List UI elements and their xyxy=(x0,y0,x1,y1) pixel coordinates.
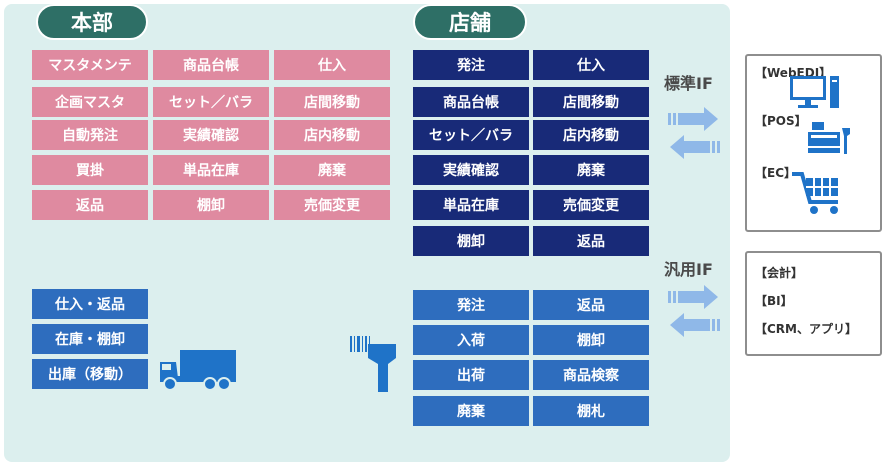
bi-label: 【BI】 xyxy=(755,294,793,308)
tenpo-function: 商品台帳 xyxy=(413,87,529,117)
standard-if-label: 標準IF xyxy=(664,74,713,93)
generic-if-label: 汎用IF xyxy=(664,260,713,279)
tenpo-function: 棚卸 xyxy=(413,226,529,256)
honbu-function: 実績確認 xyxy=(153,120,269,150)
tenpo-handy-item: 返品 xyxy=(533,290,649,320)
honbu-function: 棚卸 xyxy=(153,190,269,220)
honbu-function: 企画マスタ xyxy=(32,87,148,117)
tenpo-function: 単品在庫 xyxy=(413,190,529,220)
standard-if-arrows-icon xyxy=(668,107,720,159)
tenpo-function: セット／バラ xyxy=(413,120,529,150)
honbu-function: 店間移動 xyxy=(274,87,390,117)
generic-external-box xyxy=(745,251,882,356)
honbu-function: セット／バラ xyxy=(153,87,269,117)
cash-register-icon xyxy=(808,122,850,154)
tenpo-handy-item: 入荷 xyxy=(413,325,529,355)
tenpo-handy-item: 棚卸 xyxy=(533,325,649,355)
honbu-function: 商品台帳 xyxy=(153,50,269,80)
honbu-function: 店内移動 xyxy=(274,120,390,150)
ec-label: 【EC】 xyxy=(755,166,797,180)
honbu-function: 仕入 xyxy=(274,50,390,80)
generic-if-arrows-icon xyxy=(668,285,720,337)
tenpo-handy-item: 廃棄 xyxy=(413,396,529,426)
honbu-function: 返品 xyxy=(32,190,148,220)
tenpo-function: 実績確認 xyxy=(413,155,529,185)
tenpo-handy-item: 出荷 xyxy=(413,360,529,390)
tenpo-function: 店内移動 xyxy=(533,120,649,150)
tenpo-handy-item: 棚札 xyxy=(533,396,649,426)
barcode-scanner-icon xyxy=(350,336,396,392)
tenpo-handy-item: 発注 xyxy=(413,290,529,320)
tenpo-function: 売価変更 xyxy=(533,190,649,220)
honbu-logistics-item: 在庫・棚卸 xyxy=(32,324,148,354)
honbu-function: 買掛 xyxy=(32,155,148,185)
honbu-logistics-item: 出庫（移動） xyxy=(32,359,148,389)
accounting-label: 【会計】 xyxy=(755,266,804,280)
honbu-function: 売価変更 xyxy=(274,190,390,220)
tenpo-function: 発注 xyxy=(413,50,529,80)
tenpo-function: 店間移動 xyxy=(533,87,649,117)
tenpo-handy-item: 商品検察 xyxy=(533,360,649,390)
tenpo-function: 返品 xyxy=(533,226,649,256)
tenpo-function: 廃棄 xyxy=(533,155,649,185)
shopping-cart-icon xyxy=(792,172,838,214)
crm-app-label: 【CRM、アプリ】 xyxy=(755,322,857,336)
truck-icon xyxy=(160,350,236,391)
tenpo-function: 仕入 xyxy=(533,50,649,80)
computer-icon xyxy=(790,76,839,108)
pos-label: 【POS】 xyxy=(755,114,807,128)
honbu-function: 自動発注 xyxy=(32,120,148,150)
honbu-function: 廃棄 xyxy=(274,155,390,185)
honbu-logistics-item: 仕入・返品 xyxy=(32,289,148,319)
honbu-title: 本部 xyxy=(36,4,148,40)
tenpo-title: 店舗 xyxy=(413,4,527,40)
honbu-function: 単品在庫 xyxy=(153,155,269,185)
honbu-function: マスタメンテ xyxy=(32,50,148,80)
